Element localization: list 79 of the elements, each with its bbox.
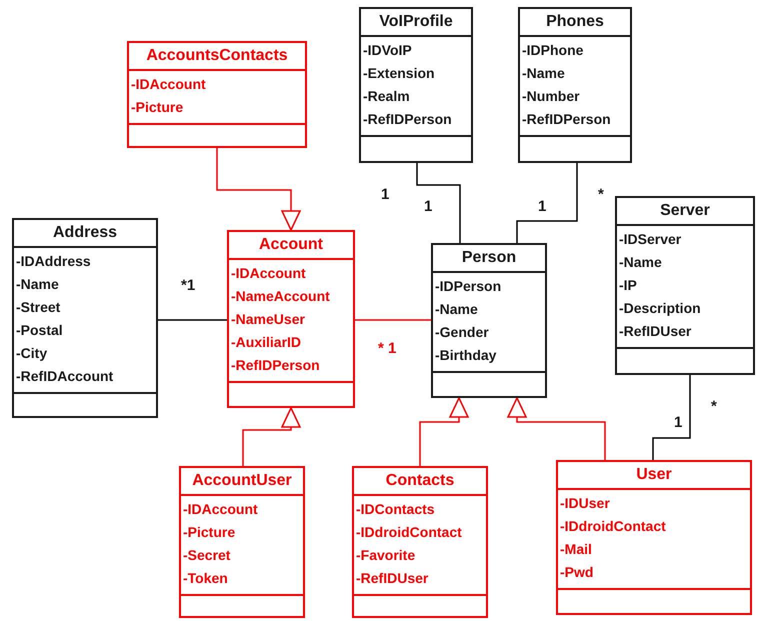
class-name: VoIProfile — [379, 13, 453, 30]
class-box — [127, 41, 307, 148]
multiplicity-label: * 1 — [378, 340, 396, 357]
generalization-arrow — [242, 407, 301, 466]
class-name: User — [636, 466, 672, 483]
attribute-text: -IP — [619, 276, 637, 295]
class-box — [352, 466, 488, 618]
class-box — [359, 7, 473, 163]
attribute-text: -NameAccount — [231, 287, 330, 306]
multiplicity-label: 1 — [424, 198, 432, 215]
generalization-arrow — [216, 148, 301, 231]
attribute-text: -IDdroidContact — [356, 523, 462, 542]
class-box — [179, 466, 305, 618]
class-name: AccountsContacts — [146, 47, 288, 64]
class-name: Phones — [546, 13, 604, 30]
attribute-text: -Number — [522, 87, 580, 106]
attribute-text: -Street — [16, 298, 60, 317]
association-line — [516, 163, 578, 243]
attribute-text: -Picture — [131, 98, 184, 117]
multiplicity-label: 1 — [674, 414, 682, 431]
attribute-text: -IDServer — [619, 230, 682, 249]
multiplicity-label: 1 — [381, 186, 390, 203]
class-box — [615, 196, 755, 375]
attribute-text: -RefIDUser — [619, 322, 692, 341]
attribute-text: -IDPerson — [435, 277, 502, 296]
attribute-text: -Birthday — [435, 346, 496, 365]
attribute-text: -Token — [183, 569, 228, 588]
attribute-text: -Name — [522, 64, 565, 83]
class-name: Address — [52, 224, 118, 241]
attribute-text: -RefIDPerson — [522, 110, 611, 129]
attribute-text: -Gender — [435, 323, 489, 342]
attribute-text: -RefIDUser — [356, 569, 428, 588]
class-box — [227, 230, 355, 408]
class-box — [431, 243, 547, 398]
attribute-text: -Extension — [363, 64, 435, 83]
attribute-text: -Secret — [183, 546, 230, 565]
attribute-text: -NameUser — [231, 310, 305, 329]
class-box — [518, 7, 632, 163]
association-line — [652, 375, 691, 460]
class-box — [12, 218, 158, 418]
association-line — [355, 319, 431, 321]
attribute-text: -IDAccount — [183, 500, 258, 519]
attribute-text: -IDUser — [560, 494, 610, 513]
class-name: Person — [462, 249, 516, 266]
class-box — [556, 460, 752, 615]
attribute-text: -Name — [16, 275, 59, 294]
attribute-text: -IDAddress — [16, 252, 91, 271]
attribute-text: -IDContacts — [356, 500, 435, 519]
attribute-text: -RefIDAccount — [16, 367, 114, 386]
attribute-text: -RefIDPerson — [231, 356, 320, 375]
class-name: Account — [259, 236, 323, 253]
attribute-text: -City — [16, 344, 48, 363]
association-line — [416, 163, 461, 243]
attribute-text: -Picture — [183, 523, 236, 542]
attribute-text: -Name — [435, 300, 478, 319]
attribute-text: -Realm — [363, 87, 410, 106]
multiplicity-label: *1 — [181, 277, 196, 294]
attribute-text: -AuxiliarID — [231, 333, 302, 352]
class-name: Server — [660, 202, 710, 219]
multiplicity-label: * — [711, 398, 717, 415]
generalization-arrow — [507, 397, 606, 460]
attribute-text: -Postal — [16, 321, 63, 340]
attribute-text: -IDAccount — [231, 264, 306, 283]
class-name: AccountUser — [192, 472, 292, 489]
attribute-text: -Mail — [560, 540, 592, 559]
association-line — [158, 319, 227, 321]
attribute-text: -Description — [619, 299, 701, 318]
class-name: Contacts — [386, 472, 454, 489]
multiplicity-label: * — [598, 186, 604, 203]
attribute-text: -IDPhone — [522, 41, 584, 60]
attribute-text: -Favorite — [356, 546, 416, 565]
attribute-text: -IDVoIP — [363, 41, 412, 60]
multiplicity-label: 1 — [538, 198, 546, 215]
attribute-text: -IDdroidContact — [560, 517, 666, 536]
attribute-text: -RefIDPerson — [363, 110, 452, 129]
attribute-text: -IDAccount — [131, 75, 206, 94]
attribute-text: -Pwd — [560, 563, 594, 582]
attribute-text: -Name — [619, 253, 662, 272]
generalization-arrow — [419, 397, 469, 466]
